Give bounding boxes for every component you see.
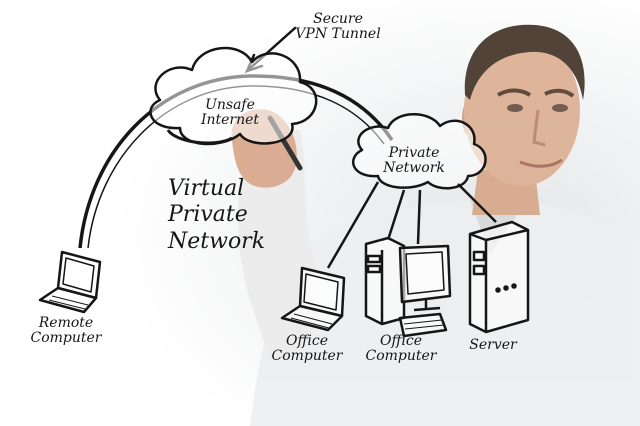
- server-label: Server: [469, 337, 517, 353]
- network-links: [326, 181, 497, 269]
- tunnel-label: Secure VPN Tunnel: [295, 11, 381, 42]
- cloud-icon: [352, 113, 487, 190]
- private-network-label: Private Network: [383, 145, 445, 176]
- laptop-icon: [280, 266, 346, 332]
- desktop-computer-icon: [364, 236, 452, 338]
- internet-label: Unsafe Internet: [200, 97, 260, 128]
- cloud-icon: [149, 46, 318, 146]
- remote-computer-label: Remote Computer: [30, 315, 102, 346]
- server-tower-icon: [468, 220, 530, 334]
- office-computer-label: Office Computer: [365, 333, 437, 364]
- diagram-title: Virtual Private Network: [168, 176, 266, 254]
- office-computer-label: Office Computer: [271, 333, 343, 364]
- laptop-icon: [38, 250, 102, 314]
